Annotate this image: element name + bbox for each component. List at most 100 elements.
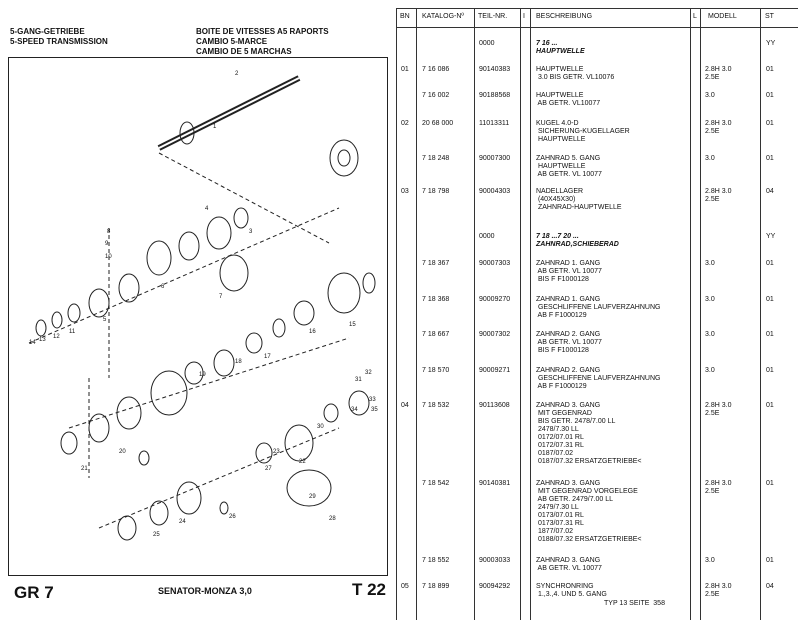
cell-st: 01	[766, 557, 774, 564]
cell-st: 01	[766, 367, 774, 374]
gear-5	[88, 288, 110, 318]
output-gear	[286, 469, 332, 507]
cell-st: 01	[766, 155, 774, 162]
cell-beschreibung: NADELLAGER (40X45X30) ZAHNRAD-HAUPTWELLE	[536, 188, 622, 211]
cell-katalog: 7 18 570	[422, 367, 450, 374]
cell-beschreibung: HAUPTWELLE AB GETR. VL10077	[536, 92, 601, 107]
cell-katalog: 20 68 000	[422, 120, 454, 127]
callout-8: 8	[107, 229, 111, 235]
cell-beschreibung: ZAHNRAD 1. GANG GESCHLIFFENE LAUFVERZAHN…	[536, 296, 661, 319]
cell-bn: 02	[401, 120, 409, 127]
cell-beschreibung: ZAHNRAD 3. GANG MIT GEGENRAD VORGELEGE A…	[536, 480, 642, 543]
gear-5th	[329, 139, 359, 177]
cell-modell: 3.0	[705, 367, 715, 374]
cell-beschreibung: HAUPTWELLE 3.0 BIS GETR. VL10076	[536, 66, 615, 81]
title-spanish: CAMBIO DE 5 MARCHAS	[196, 47, 292, 56]
callout-10: 10	[105, 254, 112, 260]
exploded-view-frame: 2 1 3 4 5 6 7 8 9 10 11 12 13 14 15 16 1…	[8, 57, 388, 576]
cell-teil: 90188568	[479, 92, 511, 99]
cell-beschreibung: ZAHNRAD 5. GANG HAUPTWELLE AB GETR. VL 1…	[536, 155, 602, 178]
cell-teil: 90094292	[479, 583, 511, 590]
exploded-view-drawing: 2 1 3 4 5 6 7 8 9 10 11 12 13 14 15 16 1…	[28, 71, 378, 541]
cell-katalog: 7 18 542	[422, 480, 450, 487]
callout-35: 35	[371, 407, 378, 413]
title-italian: CAMBIO 5-MARCE	[196, 37, 268, 46]
cell-st: YY	[766, 40, 776, 47]
callout-4: 4	[205, 206, 209, 212]
callout-18: 18	[235, 359, 242, 365]
cell-modell: 2.8H 3.0 2.5E	[705, 120, 732, 135]
callout-14: 14	[29, 340, 36, 346]
callout-25: 25	[153, 532, 160, 538]
callout-32: 32	[365, 370, 372, 376]
cell-modell: 3.0	[705, 155, 715, 162]
cell-beschreibung: 7 18 ...7 20 ... ZAHNRAD,SCHIEBERAD	[536, 233, 619, 248]
rule	[700, 8, 701, 620]
cell-modell: 3.0	[705, 557, 715, 564]
cell-beschreibung: KUGEL 4.0-D SICHERUNG-KUGELLAGER HAUPTWE…	[536, 120, 630, 143]
cell-teil: 11013311	[479, 120, 510, 127]
cell-teil: 90004303	[479, 188, 511, 195]
title-block-left: 5-GANG-GETRIEBE 5-SPEED TRANSMISSION	[10, 27, 108, 47]
cell-st: 01	[766, 120, 774, 127]
title-block-right: BOITE DE VITESSES A5 RAPORTS CAMBIO 5-MA…	[196, 27, 329, 57]
cell-katalog: 7 18 368	[422, 296, 450, 303]
shaft-gear	[179, 121, 195, 145]
callout-20: 20	[119, 449, 126, 455]
gear-15	[327, 272, 361, 314]
cell-st: 01	[766, 296, 774, 303]
gear-23	[284, 424, 314, 462]
callout-21: 21	[81, 466, 88, 472]
cell-katalog: 7 18 248	[422, 155, 450, 162]
cell-modell: 3.0	[705, 331, 715, 338]
gear-6	[146, 240, 172, 276]
callout-6: 6	[161, 284, 165, 290]
callout-3: 3	[249, 229, 253, 235]
cell-modell: 3.0	[705, 92, 715, 99]
callout-12: 12	[53, 334, 60, 340]
cell-teil: 90003033	[479, 557, 511, 564]
cell-st: 04	[766, 583, 774, 590]
callout-31: 31	[355, 377, 362, 383]
cell-teil: 0000	[479, 233, 495, 240]
cell-beschreibung: ZAHNRAD 2. GANG GESCHLIFFENE LAUFVERZAHN…	[536, 367, 661, 390]
cell-st: YY	[766, 233, 776, 240]
rule	[416, 8, 417, 620]
cell-beschreibung: ZAHNRAD 2. GANG AB GETR. VL 10077 BIS F …	[536, 331, 602, 354]
cell-teil: 90007300	[479, 155, 511, 162]
cell-katalog: 7 18 532	[422, 402, 450, 409]
cell-bn: 03	[401, 188, 409, 195]
callout-17: 17	[264, 354, 271, 360]
header-bn: BN	[400, 13, 410, 20]
callout-33: 33	[369, 397, 376, 403]
model-label: SENATOR-MONZA 3,0	[158, 586, 252, 596]
callout-22: 22	[299, 459, 306, 465]
cell-teil: 90007302	[479, 331, 511, 338]
callout-29: 29	[309, 494, 316, 500]
cell-katalog: 7 16 086	[422, 66, 450, 73]
cell-teil: 90113608	[479, 402, 510, 409]
cell-teil: 90140383	[479, 66, 511, 73]
cell-st: 01	[766, 260, 774, 267]
rule	[396, 8, 798, 9]
footer-note: TYP 13 SEITE 358	[604, 600, 665, 607]
cell-modell: 3.0	[705, 260, 715, 267]
callout-7: 7	[219, 294, 223, 300]
page-code: T 22	[352, 580, 387, 599]
rule	[396, 27, 798, 28]
header-katalog: KATALOG-Nº	[422, 13, 464, 20]
cell-st: 01	[766, 66, 774, 73]
title-english: 5-SPEED TRANSMISSION	[10, 37, 108, 46]
cell-beschreibung: ZAHNRAD 3. GANG MIT GEGENRAD BIS GETR. 2…	[536, 402, 642, 465]
cell-modell: 2.8H 3.0 2.5E	[705, 402, 732, 417]
callout-2: 2	[235, 71, 239, 77]
callout-26: 26	[229, 514, 236, 520]
callout-16: 16	[309, 329, 316, 335]
cell-teil: 90009270	[479, 296, 511, 303]
cell-katalog: 7 16 002	[422, 92, 450, 99]
callout-30: 30	[317, 424, 324, 430]
cell-katalog: 7 18 798	[422, 188, 450, 195]
callout-1: 1	[213, 124, 217, 130]
header-l: L	[693, 13, 697, 20]
rule	[396, 8, 397, 620]
